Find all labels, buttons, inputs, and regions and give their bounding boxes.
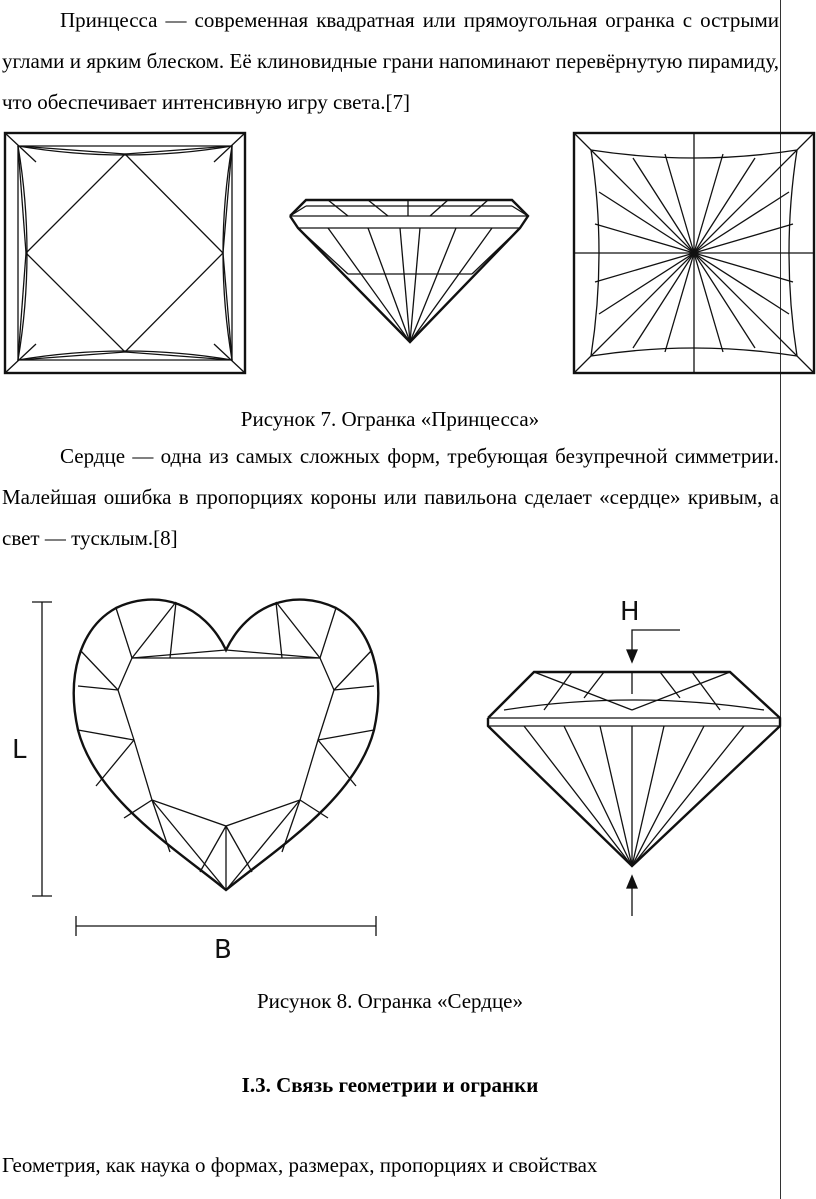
paragraph-heart: Сердце — одна из самых сложных форм, тре… (2, 444, 779, 550)
princess-bottom-view (572, 131, 816, 375)
paragraph-princess: Принцесса — современная квадратная или п… (2, 8, 779, 114)
heart-top-view: L B (12, 598, 380, 965)
section-heading: I.3. Связь геометрии и огранки (241, 1073, 539, 1097)
label-breadth: B (214, 935, 232, 965)
label-height: H (620, 597, 640, 627)
label-length: L (12, 735, 27, 765)
heart-side-view: H (486, 597, 782, 916)
paragraph-geometry: Геометрия, как наука о формах, размерах,… (2, 1153, 598, 1177)
figure-caption-heart: Рисунок 8. Огранка «Сердце» (257, 989, 523, 1013)
page-margin-line (780, 0, 781, 1199)
princess-side-view (289, 198, 530, 344)
princess-top-view (3, 131, 247, 375)
figure-caption-princess: Рисунок 7. Огранка «Принцесса» (240, 407, 540, 431)
